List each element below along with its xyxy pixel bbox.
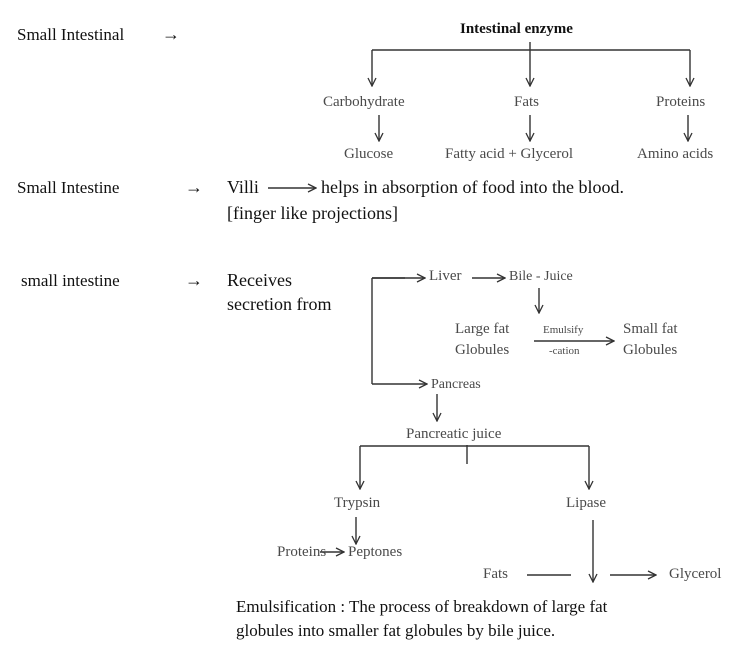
peptones: Peptones (348, 544, 403, 560)
row1-arrow: → (162, 24, 180, 44)
receives-line1: Receives (227, 270, 292, 290)
definition-line1: Emulsification : The process of breakdow… (236, 597, 608, 616)
pancreatic-juice: Pancreatic juice (406, 426, 502, 442)
proteins: Proteins (656, 94, 706, 110)
carbohydrate: Carbohydrate (323, 94, 405, 110)
small-fat-2: Globules (623, 342, 678, 358)
emulsify-bottom: -cation (549, 345, 580, 357)
row2-arrow: → (185, 177, 203, 197)
villi-note: [finger like projections] (227, 203, 398, 223)
label-small-intestinal: Small Intestinal (17, 25, 125, 44)
trypsin: Trypsin (334, 495, 381, 511)
receives-line2: secretion from (227, 294, 332, 314)
intestinal-enzyme: Intestinal enzyme (460, 21, 573, 37)
bile-juice: Bile - Juice (509, 269, 573, 284)
fatty-acid-glycerol: Fatty acid + Glycerol (445, 146, 574, 162)
villi: Villi (227, 177, 259, 197)
emulsify-top: Emulsify (543, 324, 584, 336)
fats-lower: Fats (483, 566, 509, 582)
pancreas: Pancreas (431, 377, 481, 392)
row3-arrow: → (185, 270, 203, 290)
label-small-intestine-lower: small intestine (21, 271, 120, 290)
definition-line2: globules into smaller fat globules by bi… (236, 621, 556, 640)
label-small-intestine: Small Intestine (17, 178, 120, 197)
proteins-lower: Proteins (277, 544, 327, 560)
glycerol: Glycerol (669, 566, 722, 582)
liver: Liver (429, 268, 462, 284)
lipase: Lipase (566, 495, 606, 511)
villi-function: helps in absorption of food into the blo… (321, 177, 624, 197)
large-fat-2: Globules (455, 342, 510, 358)
glucose: Glucose (344, 146, 394, 162)
fats: Fats (514, 94, 540, 110)
large-fat-1: Large fat (455, 321, 510, 337)
amino-acids: Amino acids (637, 146, 714, 162)
small-fat-1: Small fat (623, 321, 678, 337)
